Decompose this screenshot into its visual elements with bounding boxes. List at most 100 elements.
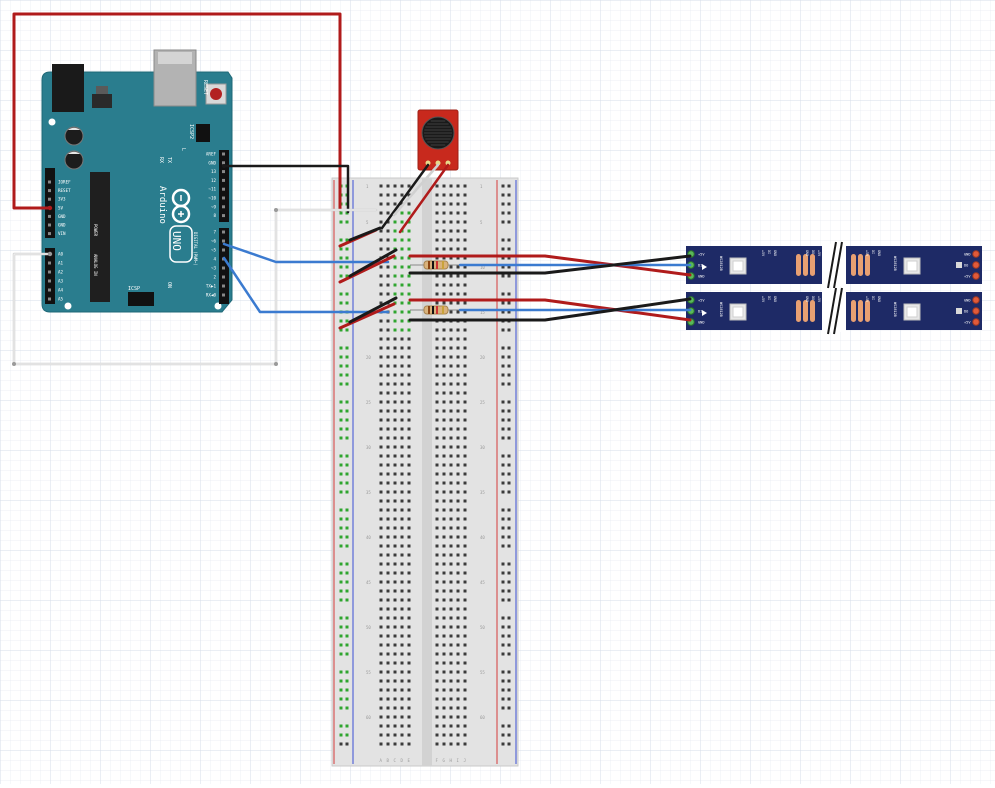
breadboard-hole[interactable] (435, 562, 439, 566)
rail-hole[interactable] (345, 571, 349, 575)
breadboard-hole[interactable] (463, 193, 467, 197)
breadboard-hole[interactable] (379, 589, 383, 593)
breadboard-hole[interactable] (442, 724, 446, 728)
breadboard-hole[interactable] (449, 481, 453, 485)
breadboard-hole[interactable] (463, 643, 467, 647)
rail-hole[interactable] (339, 301, 343, 305)
rail-hole[interactable] (507, 238, 511, 242)
breadboard-hole[interactable] (386, 229, 390, 233)
breadboard-hole[interactable] (393, 706, 397, 710)
breadboard-hole[interactable] (449, 463, 453, 467)
breadboard-hole[interactable] (393, 364, 397, 368)
breadboard-hole[interactable] (379, 265, 383, 269)
breadboard-hole[interactable] (442, 526, 446, 530)
breadboard-hole[interactable] (463, 535, 467, 539)
rail-hole[interactable] (507, 508, 511, 512)
breadboard-hole[interactable] (449, 220, 453, 224)
breadboard-hole[interactable] (442, 607, 446, 611)
breadboard-hole[interactable] (407, 454, 411, 458)
breadboard-hole[interactable] (456, 355, 460, 359)
rail-hole[interactable] (501, 733, 505, 737)
breadboard-hole[interactable] (393, 526, 397, 530)
rail-hole[interactable] (345, 247, 349, 251)
rail-hole[interactable] (507, 724, 511, 728)
rail-hole[interactable] (507, 670, 511, 674)
breadboard-hole[interactable] (435, 454, 439, 458)
breadboard-hole[interactable] (386, 184, 390, 188)
breadboard-hole[interactable] (400, 634, 404, 638)
breadboard-hole[interactable] (442, 688, 446, 692)
breadboard-hole[interactable] (435, 607, 439, 611)
breadboard-hole[interactable] (456, 535, 460, 539)
breadboard-hole[interactable] (386, 409, 390, 413)
rail-hole[interactable] (501, 571, 505, 575)
breadboard-hole[interactable] (456, 643, 460, 647)
breadboard-hole[interactable] (435, 355, 439, 359)
breadboard-hole[interactable] (400, 598, 404, 602)
rail-hole[interactable] (345, 256, 349, 260)
rail-hole[interactable] (501, 472, 505, 476)
rail-hole[interactable] (501, 652, 505, 656)
breadboard-hole[interactable] (407, 607, 411, 611)
breadboard-hole[interactable] (456, 580, 460, 584)
breadboard-hole[interactable] (456, 688, 460, 692)
breadboard-hole[interactable] (435, 328, 439, 332)
breadboard-hole[interactable] (386, 634, 390, 638)
breadboard-hole[interactable] (442, 301, 446, 305)
breadboard-hole[interactable] (393, 553, 397, 557)
breadboard-hole[interactable] (400, 472, 404, 476)
breadboard-hole[interactable] (456, 625, 460, 629)
breadboard-hole[interactable] (463, 238, 467, 242)
breadboard-hole[interactable] (463, 490, 467, 494)
breadboard-hole[interactable] (407, 472, 411, 476)
rail-hole[interactable] (345, 616, 349, 620)
breadboard-hole[interactable] (393, 436, 397, 440)
breadboard-hole[interactable] (442, 355, 446, 359)
breadboard-hole[interactable] (456, 454, 460, 458)
breadboard-hole[interactable] (456, 661, 460, 665)
breadboard-hole[interactable] (449, 571, 453, 575)
rail-hole[interactable] (345, 301, 349, 305)
breadboard-hole[interactable] (407, 625, 411, 629)
breadboard-hole[interactable] (379, 400, 383, 404)
breadboard-hole[interactable] (407, 652, 411, 656)
breadboard-hole[interactable] (386, 436, 390, 440)
breadboard-hole[interactable] (379, 742, 383, 746)
breadboard-hole[interactable] (386, 454, 390, 458)
breadboard-hole[interactable] (435, 517, 439, 521)
wire-blue-pin5[interactable] (222, 256, 390, 314)
rail-hole[interactable] (345, 697, 349, 701)
breadboard-hole[interactable] (463, 211, 467, 215)
rail-hole[interactable] (345, 355, 349, 359)
breadboard-hole[interactable] (463, 283, 467, 287)
breadboard-hole[interactable] (407, 400, 411, 404)
breadboard-hole[interactable] (400, 427, 404, 431)
breadboard-hole[interactable] (393, 283, 397, 287)
breadboard-hole[interactable] (407, 382, 411, 386)
breadboard-hole[interactable] (463, 508, 467, 512)
rail-hole[interactable] (339, 724, 343, 728)
rail-hole[interactable] (501, 373, 505, 377)
breadboard-hole[interactable] (463, 724, 467, 728)
rail-hole[interactable] (345, 526, 349, 530)
strip-output-pad[interactable] (972, 261, 980, 269)
breadboard-hole[interactable] (463, 328, 467, 332)
breadboard-hole[interactable] (386, 364, 390, 368)
breadboard-hole[interactable] (379, 373, 383, 377)
breadboard-hole[interactable] (449, 382, 453, 386)
breadboard-hole[interactable] (386, 382, 390, 386)
rail-hole[interactable] (501, 535, 505, 539)
rail-hole[interactable] (507, 211, 511, 215)
breadboard-hole[interactable] (463, 364, 467, 368)
breadboard-hole[interactable] (407, 517, 411, 521)
breadboard-hole[interactable] (456, 706, 460, 710)
rail-hole[interactable] (339, 526, 343, 530)
breadboard-hole[interactable] (400, 202, 404, 206)
rail-hole[interactable] (339, 706, 343, 710)
breadboard-hole[interactable] (386, 355, 390, 359)
breadboard-hole[interactable] (400, 670, 404, 674)
breadboard-hole[interactable] (442, 283, 446, 287)
breadboard-hole[interactable] (463, 670, 467, 674)
breadboard-hole[interactable] (400, 490, 404, 494)
breadboard-hole[interactable] (393, 454, 397, 458)
